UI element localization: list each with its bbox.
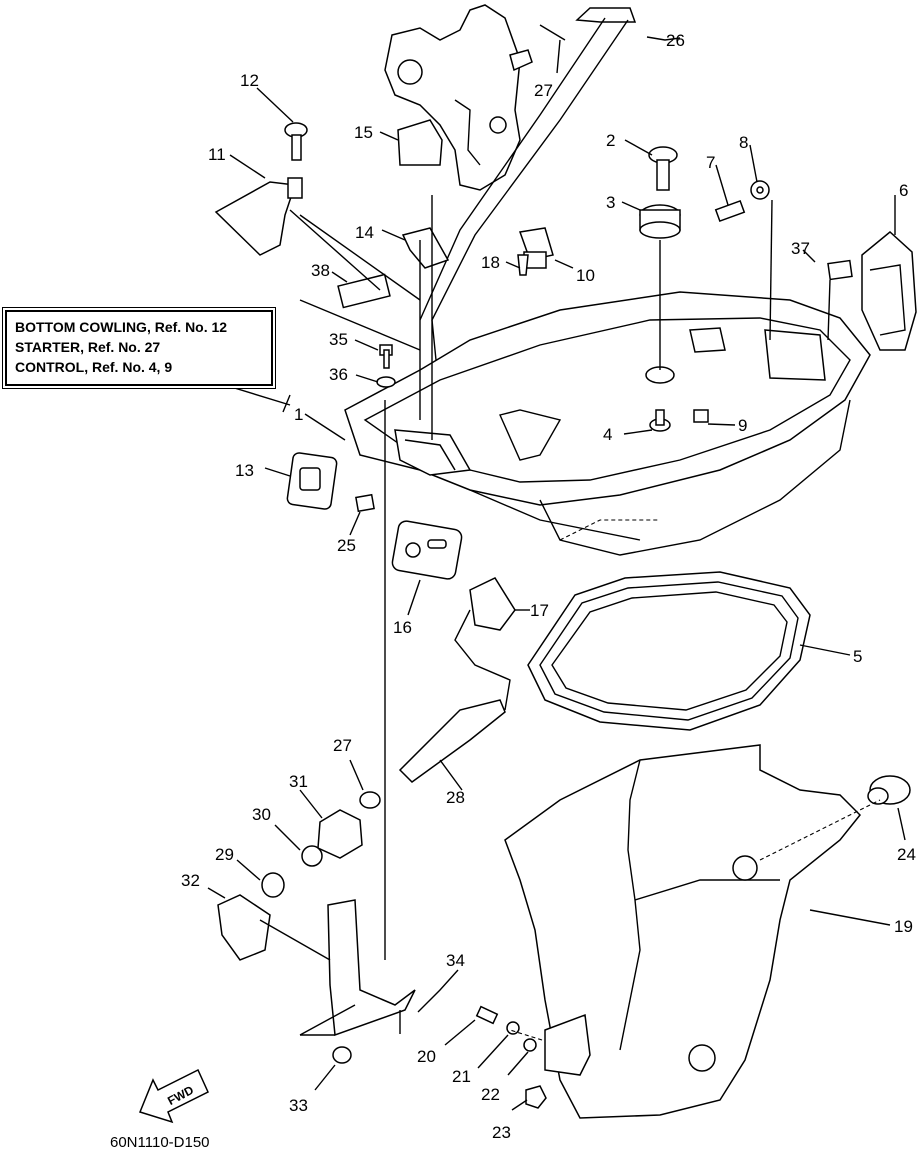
callout-33: 33 (289, 1096, 308, 1115)
callout-35: 35 (329, 330, 348, 349)
callout-20: 20 (417, 1047, 436, 1066)
callout-9: 9 (738, 416, 747, 435)
seal-drawing (527, 571, 811, 731)
callout-29: 29 (215, 845, 234, 864)
callout-4: 4 (603, 425, 612, 444)
callout-12: 12 (240, 71, 259, 90)
callout-6: 6 (899, 181, 908, 200)
callout-37: 37 (791, 239, 810, 258)
callout-24: 24 (897, 845, 916, 864)
callout-15: 15 (354, 123, 373, 142)
callout-numbers: 1 2 3 4 5 6 7 8 9 10 11 12 13 14 15 16 1… (181, 31, 916, 1142)
callout-19: 19 (894, 917, 913, 936)
callout-28: 28 (446, 788, 465, 807)
callout-2: 2 (606, 131, 615, 150)
callout-11: 11 (208, 145, 226, 164)
starter-bracket-drawing (384, 4, 533, 191)
callout-1: 1 (294, 405, 303, 424)
callout-5: 5 (853, 647, 862, 666)
callout-30: 30 (252, 805, 271, 824)
callout-14: 14 (355, 223, 374, 242)
callout-25: 25 (337, 536, 356, 555)
diagram-id: 60N1110-D150 (110, 1134, 210, 1151)
callout-22: 22 (481, 1085, 500, 1104)
callout-16: 16 (393, 618, 412, 637)
callout-3: 3 (606, 193, 615, 212)
leader-lines (207, 36, 906, 1111)
callout-21: 21 (452, 1067, 471, 1086)
bottom-cowling-drawing (344, 291, 871, 556)
callout-36: 36 (329, 365, 348, 384)
callout-8: 8 (739, 133, 748, 152)
reference-box: BOTTOM COWLING, Ref. No. 12 STARTER, Ref… (5, 310, 273, 386)
reference-line-control: CONTROL, Ref. No. 4, 9 (15, 359, 173, 375)
fwd-arrow: FWD (138, 1068, 209, 1124)
callout-18: 18 (481, 253, 500, 272)
reference-line-bottom-cowling: BOTTOM COWLING, Ref. No. 12 (15, 319, 228, 335)
apron-drawing (504, 744, 862, 1119)
callout-34: 34 (446, 951, 465, 970)
callout-23: 23 (492, 1123, 511, 1142)
callout-27-lower: 27 (333, 736, 352, 755)
callout-10: 10 (576, 266, 595, 285)
callout-13: 13 (235, 461, 254, 480)
callout-38: 38 (311, 261, 330, 280)
assembly-lines (259, 24, 881, 1041)
small-parts-drawing (214, 119, 917, 1109)
callout-26: 26 (666, 31, 685, 50)
callout-27-upper: 27 (534, 81, 553, 100)
starter-cable-drawing (419, 7, 637, 441)
callout-31: 31 (289, 772, 308, 791)
callout-17: 17 (530, 601, 549, 620)
callout-32: 32 (181, 871, 200, 890)
callout-7: 7 (706, 153, 715, 172)
reference-line-starter: STARTER, Ref. No. 27 (15, 339, 161, 355)
